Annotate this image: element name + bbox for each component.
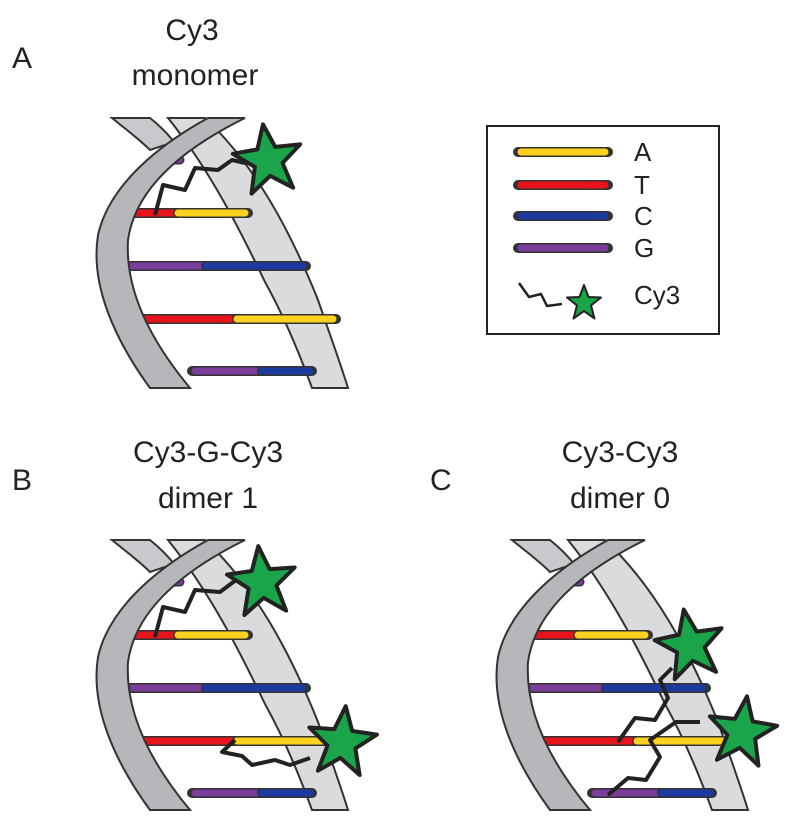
legend: A T C G Cy3 (486, 125, 720, 335)
panel-b-title-line1: Cy3-G-Cy3 (133, 436, 283, 469)
panel-a-title-line2: monomer (132, 59, 259, 92)
panel-a: A Cy3 monomer (12, 14, 348, 388)
legend-label-t: T (634, 170, 650, 200)
legend-item-c: C (513, 201, 653, 231)
panel-b-linker-2 (220, 738, 311, 767)
panel-c-dna-helix (497, 540, 748, 810)
legend-item-cy3: Cy3 (517, 280, 680, 320)
panel-c-linker-1 (616, 666, 674, 744)
legend-item-t: T (513, 170, 650, 200)
legend-cy3-linker (517, 282, 563, 308)
panel-b-letter: B (12, 464, 32, 497)
legend-label-g: G (634, 233, 654, 263)
legend-label-c: C (634, 201, 653, 231)
legend-label-a: A (634, 137, 652, 167)
panel-c: C Cy3-Cy3 dimer 0 (430, 436, 783, 810)
panel-a-linker (153, 158, 246, 216)
panel-b-title-line2: dimer 1 (158, 482, 258, 515)
panel-b: B Cy3-G-Cy3 dimer 1 (12, 436, 382, 810)
panel-c-title-line1: Cy3-Cy3 (562, 436, 679, 469)
panel-c-letter: C (430, 464, 452, 497)
legend-item-g: G (513, 233, 654, 263)
panel-a-dna-helix (97, 118, 348, 388)
panel-a-title-line1: Cy3 (165, 14, 218, 47)
panel-c-linker-2 (606, 720, 700, 797)
panel-a-letter: A (12, 42, 32, 75)
legend-item-a: A (513, 137, 652, 167)
legend-box (486, 125, 720, 335)
panel-c-title-line2: dimer 0 (570, 482, 670, 515)
panel-b-dna-helix (97, 540, 348, 810)
legend-label-cy3: Cy3 (634, 280, 680, 310)
